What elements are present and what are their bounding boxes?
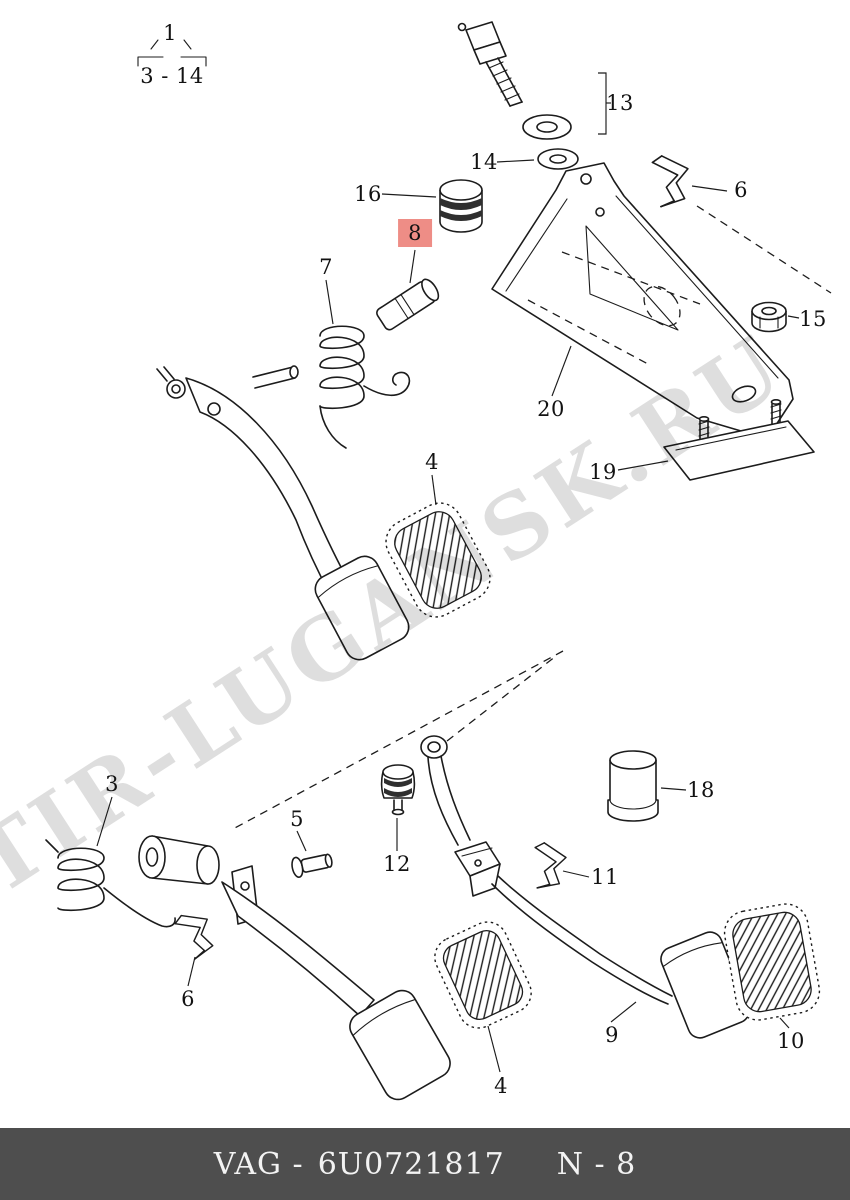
assembly-range-bracket [137, 39, 207, 67]
clutch-pedal [156, 365, 410, 661]
leader-lines [96, 72, 800, 1073]
part-11-clip [534, 842, 567, 889]
part-15-nut [751, 301, 787, 333]
callout-part-19[interactable]: 19 [589, 460, 617, 484]
callout-part-7[interactable]: 7 [319, 255, 333, 279]
part-12-grommet [380, 764, 416, 816]
watermark-text: TIR-LUGANSK.RU [0, 316, 802, 915]
callout-part-20[interactable]: 20 [537, 397, 565, 421]
callout-part-6-lower[interactable]: 6 [181, 987, 195, 1011]
part-18-cap [607, 750, 659, 822]
part-4-pad-upper [385, 502, 491, 618]
callout-part-4-lower[interactable]: 4 [494, 1074, 508, 1098]
part-19-mounting-plate [663, 398, 815, 481]
callout-assembly-1[interactable]: 1 [163, 21, 177, 45]
callout-part-12[interactable]: 12 [383, 852, 411, 876]
callout-part-5[interactable]: 5 [290, 807, 304, 831]
part-7-return-spring [319, 325, 411, 449]
part-6-clip-top [651, 155, 689, 208]
callout-part-15[interactable]: 15 [799, 307, 827, 331]
brake-pedal [138, 835, 451, 1101]
part-10-pad-accelerator [723, 903, 821, 1021]
footer-bar: VAG - 6U0721817 N - 8 [0, 1128, 850, 1200]
footer-part-number: 6U0721817 [317, 1146, 505, 1182]
part-20-pedal-bracket [491, 162, 794, 432]
callout-part-11[interactable]: 11 [591, 865, 619, 889]
callout-part-8-highlighted[interactable]: 8 [398, 219, 432, 247]
footer-page-ref: N - 8 [556, 1146, 637, 1182]
part-4-pad-lower [434, 921, 532, 1029]
callout-part-14[interactable]: 14 [470, 150, 498, 174]
part-9-accelerator-pedal [420, 735, 750, 1039]
part-13-switch-bolt [457, 21, 523, 107]
callout-part-3[interactable]: 3 [105, 772, 119, 796]
assembly-axis-lines [232, 205, 832, 830]
callout-part-16[interactable]: 16 [354, 182, 382, 206]
callout-part-10[interactable]: 10 [777, 1029, 805, 1053]
callout-part-9[interactable]: 9 [605, 1023, 619, 1047]
footer-brand: VAG - [213, 1146, 304, 1182]
part-14-washers [522, 114, 579, 170]
callout-part-13[interactable]: 13 [606, 91, 634, 115]
callout-part-18[interactable]: 18 [687, 778, 715, 802]
callout-assembly-range[interactable]: 3 - 14 [140, 64, 204, 88]
part-8-pivot-pin [376, 278, 440, 331]
part-6-clip-lower [174, 914, 214, 960]
part-3-return-spring [45, 839, 176, 928]
callout-part-4-upper[interactable]: 4 [425, 450, 439, 474]
callout-part-6-top[interactable]: 6 [734, 178, 748, 202]
part-5-clevis-pin [291, 853, 333, 878]
part-16-bushing [439, 179, 483, 233]
